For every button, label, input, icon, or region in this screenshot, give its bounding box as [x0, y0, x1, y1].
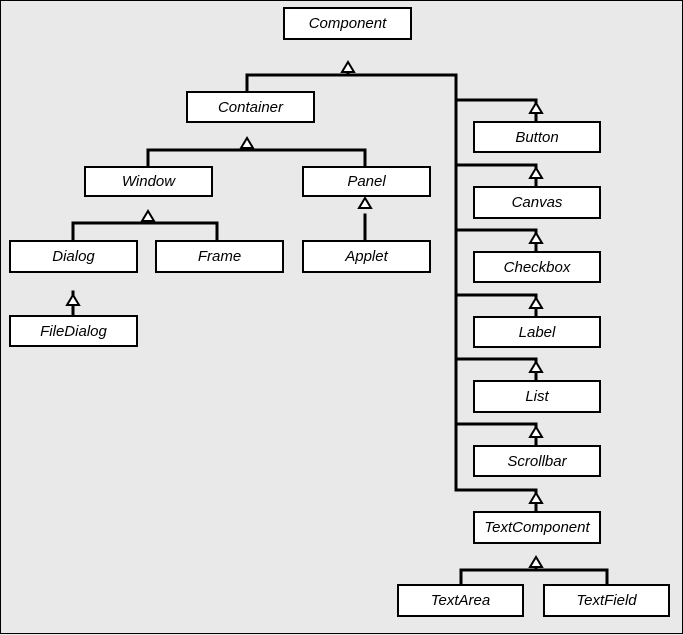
connector-component-container — [245, 73, 458, 94]
arrow-to-checkbox-row — [528, 231, 544, 244]
node-list: List — [473, 380, 601, 413]
node-window: Window — [84, 166, 213, 197]
node-applet: Applet — [302, 240, 431, 273]
arrow-to-scrollbar-row — [528, 425, 544, 438]
connector-label — [454, 293, 538, 318]
inheritance-arrowheads — [65, 60, 544, 568]
node-dialog: Dialog — [9, 240, 138, 273]
node-frame: Frame — [155, 240, 284, 273]
connector-textcomponent-children — [459, 568, 609, 587]
connector-window-children — [71, 221, 219, 242]
connector-scrollbar — [454, 422, 538, 447]
node-component: Component — [283, 7, 412, 40]
connector-checkbox — [454, 228, 538, 253]
node-textcomponent: TextComponent — [473, 511, 601, 544]
connector-button — [454, 98, 538, 123]
node-checkbox: Checkbox — [473, 251, 601, 283]
arrow-to-textcomponent — [528, 555, 544, 568]
arrow-to-component — [340, 60, 356, 73]
node-canvas: Canvas — [473, 186, 601, 219]
node-filedialog: FileDialog — [9, 315, 138, 347]
arrow-to-canvas-row — [528, 166, 544, 179]
node-scrollbar: Scrollbar — [473, 445, 601, 477]
connector-list — [454, 357, 538, 382]
arrow-to-window — [140, 209, 156, 222]
connector-container-children — [146, 148, 367, 169]
node-textfield: TextField — [543, 584, 670, 617]
arrow-to-label-row — [528, 296, 544, 309]
arrow-to-list-row — [528, 360, 544, 373]
connector-canvas — [454, 163, 538, 188]
arrow-to-textcomponent-row — [528, 491, 544, 504]
arrow-to-button-row — [528, 101, 544, 114]
node-panel: Panel — [302, 166, 431, 197]
arrow-to-dialog — [65, 293, 81, 306]
node-container: Container — [186, 91, 315, 123]
arrow-to-container — [239, 136, 255, 149]
node-textarea: TextArea — [397, 584, 524, 617]
node-label: Label — [473, 316, 601, 348]
node-button: Button — [473, 121, 601, 153]
arrow-to-panel — [357, 196, 373, 209]
